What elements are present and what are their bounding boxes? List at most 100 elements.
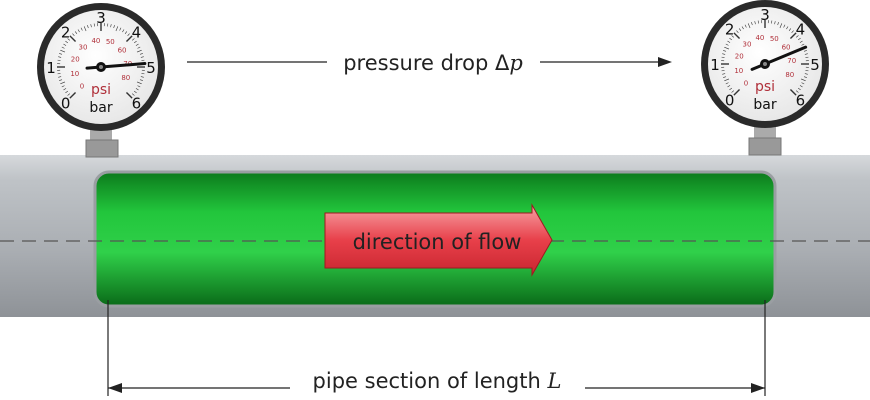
bar-tick bbox=[127, 33, 130, 37]
bar-tick bbox=[774, 21, 776, 25]
bar-tick bbox=[63, 43, 67, 46]
bar-tick bbox=[747, 23, 751, 29]
psi-tick-label: 20 bbox=[735, 53, 744, 61]
bar-tick bbox=[791, 30, 794, 34]
bar-tick bbox=[779, 23, 783, 29]
bar-tick bbox=[137, 46, 141, 49]
bar-tick bbox=[135, 43, 139, 46]
psi-tick-label: 30 bbox=[743, 40, 752, 48]
bar-tick bbox=[799, 40, 803, 43]
bar-tick bbox=[60, 81, 66, 85]
bar-tick bbox=[59, 53, 63, 55]
psi-tick-label: 40 bbox=[755, 34, 764, 42]
bar-tick bbox=[58, 76, 62, 78]
bar-tick bbox=[135, 88, 139, 91]
bar-tick bbox=[124, 31, 128, 35]
bar-tick bbox=[751, 22, 753, 26]
psi-tick-label: 70 bbox=[787, 57, 796, 65]
psi-tick-label: 30 bbox=[79, 43, 88, 51]
bar-tick bbox=[133, 90, 137, 94]
bar-tick bbox=[140, 56, 144, 58]
bar-tick bbox=[804, 73, 808, 75]
gauge-needle-pin bbox=[763, 62, 767, 66]
bar-tick-label: 3 bbox=[760, 6, 770, 24]
bar-tick bbox=[115, 26, 119, 32]
bar-tick bbox=[731, 35, 735, 38]
bar-tick bbox=[724, 78, 730, 82]
bar-tick bbox=[131, 93, 135, 96]
bar-tick bbox=[777, 22, 779, 26]
bar-tick-label: 2 bbox=[725, 21, 735, 39]
bar-tick bbox=[723, 50, 727, 52]
bar-tick bbox=[61, 85, 65, 88]
pressure-drop-label: pressure drop Δp bbox=[343, 51, 523, 75]
length-arrowhead-right bbox=[751, 383, 765, 393]
bar-tick bbox=[136, 81, 142, 85]
bar-tick bbox=[67, 93, 71, 96]
psi-unit-label: psi bbox=[755, 79, 775, 95]
bar-tick bbox=[804, 53, 808, 55]
bar-tick bbox=[77, 29, 80, 33]
bar-tick bbox=[125, 35, 133, 43]
psi-unit-label: psi bbox=[91, 82, 111, 98]
bar-tick bbox=[69, 35, 77, 43]
bar-tick-label: 4 bbox=[132, 24, 142, 42]
psi-tick-label: 10 bbox=[734, 67, 743, 75]
bar-tick bbox=[65, 40, 69, 44]
bar-tick bbox=[67, 38, 71, 41]
bar-tick bbox=[803, 76, 807, 78]
psi-tick-label: 50 bbox=[770, 35, 779, 43]
bar-tick bbox=[60, 49, 66, 53]
bar-tick bbox=[795, 35, 799, 38]
bar-tick bbox=[731, 90, 735, 93]
bar-tick bbox=[80, 27, 83, 31]
bar-tick bbox=[110, 24, 112, 28]
bar-tick bbox=[65, 90, 69, 94]
bar-tick bbox=[722, 53, 726, 55]
bar-tick-label: 0 bbox=[725, 91, 735, 109]
bar-tick bbox=[800, 78, 806, 82]
bar-tick bbox=[61, 46, 65, 49]
bar-tick bbox=[727, 40, 731, 43]
bar-tick bbox=[139, 79, 143, 81]
flow-arrow bbox=[324, 203, 553, 277]
bar-tick bbox=[122, 29, 125, 33]
bar-tick bbox=[736, 30, 739, 34]
bar-tick bbox=[69, 91, 77, 99]
psi-tick-label: 10 bbox=[70, 70, 79, 78]
bar-tick bbox=[87, 25, 89, 29]
psi-tick-label: 0 bbox=[80, 83, 84, 91]
bar-tick-label: 5 bbox=[810, 56, 820, 74]
bar-tick bbox=[725, 43, 729, 46]
bar-tick bbox=[754, 21, 756, 25]
length-label: pipe section of length L bbox=[313, 369, 562, 393]
bar-unit-label: bar bbox=[89, 100, 112, 116]
psi-tick-label: 60 bbox=[118, 47, 127, 55]
pressure-drop-arrowhead bbox=[658, 57, 672, 67]
bar-tick bbox=[733, 88, 741, 96]
length-label-bg bbox=[290, 364, 585, 394]
bar-tick bbox=[801, 43, 805, 46]
bar-tick bbox=[741, 26, 744, 30]
bar-tick bbox=[131, 38, 135, 41]
bar-tick bbox=[738, 28, 742, 32]
bar-tick bbox=[733, 32, 741, 40]
bar-tick-label: 1 bbox=[46, 59, 56, 77]
bar-tick-label: 2 bbox=[61, 24, 71, 42]
bar-tick-label: 0 bbox=[61, 94, 71, 112]
bar-tick-label: 6 bbox=[132, 94, 142, 112]
bar-tick bbox=[799, 85, 803, 88]
bar-tick bbox=[788, 28, 792, 32]
psi-tick-label: 40 bbox=[91, 37, 100, 45]
bar-tick bbox=[90, 24, 92, 28]
bar-tick-label: 1 bbox=[710, 56, 720, 74]
flow-label: direction of flow bbox=[353, 230, 522, 254]
bar-tick bbox=[801, 82, 805, 85]
bar-tick bbox=[786, 26, 789, 30]
bar-tick bbox=[789, 88, 797, 96]
bar-tick bbox=[797, 87, 801, 91]
bar-tick-label: 6 bbox=[796, 91, 806, 109]
